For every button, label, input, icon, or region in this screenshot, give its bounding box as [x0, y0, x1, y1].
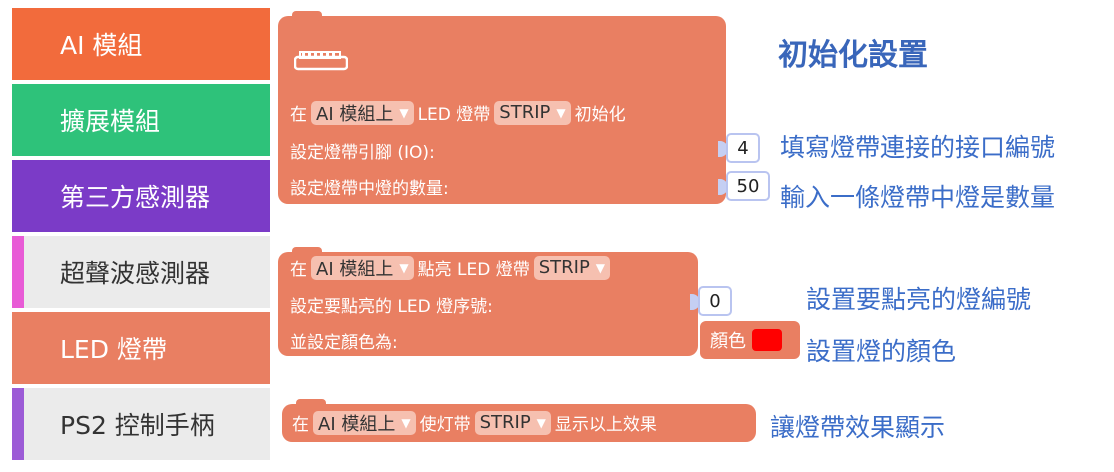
category-label: LED 燈帶	[60, 335, 167, 364]
category-ai-module[interactable]: AI 模組	[12, 8, 270, 80]
dropdown-value: STRIP	[499, 102, 551, 123]
category-label: PS2 控制手柄	[60, 411, 215, 440]
category-third-party-sensors[interactable]: 第三方感測器	[12, 160, 270, 232]
category-ps2-controller[interactable]: PS2 控制手柄	[12, 388, 270, 460]
category-ultrasonic-sensor[interactable]: 超聲波感測器	[12, 236, 270, 308]
dropdown-value: AI 模組上	[316, 103, 394, 125]
index-value: 0	[709, 290, 721, 312]
block-text: 初始化	[574, 105, 626, 125]
color-label: 並設定顏色為:	[290, 333, 398, 353]
block-text: 显示以上效果	[554, 415, 657, 435]
block-text: 在	[290, 260, 307, 280]
input-socket	[718, 179, 728, 195]
module-dropdown[interactable]: AI 模組上 ▼	[313, 410, 416, 435]
strip-dropdown[interactable]: STRIP ▼	[533, 255, 611, 280]
pin-value: 4	[737, 137, 749, 159]
color-note: 設置燈的顏色	[806, 337, 957, 366]
dropdown-value: AI 模組上	[318, 413, 396, 435]
module-dropdown[interactable]: AI 模組上 ▼	[311, 255, 414, 280]
category-label: 擴展模組	[60, 107, 161, 136]
led-light-block[interactable]: 在 AI 模組上 ▼ 點亮 LED 燈帶 STRIP ▼ 設定要點亮的 LED 燈序…	[278, 247, 698, 356]
dropdown-value: AI 模組上	[316, 258, 394, 280]
strip-dropdown[interactable]: STRIP ▼	[474, 410, 551, 435]
block-header-row: 在 AI 模組上 ▼ 點亮 LED 燈帶 STRIP ▼	[290, 255, 614, 280]
color-swatch[interactable]	[752, 329, 782, 351]
index-note: 設置要點亮的燈編號	[806, 285, 1032, 314]
count-value: 50	[736, 175, 760, 197]
block-notch	[292, 11, 322, 21]
count-value-input[interactable]: 50	[726, 171, 770, 201]
block-text: 在	[292, 415, 309, 435]
category-extension-module[interactable]: 擴展模組	[12, 84, 270, 156]
category-sidebar: AI 模組 擴展模組 第三方感測器 超聲波感測器 LED 燈帶 PS2 控制手柄	[12, 8, 270, 464]
led-strip-icon	[294, 51, 348, 71]
module-dropdown[interactable]: AI 模組上 ▼	[311, 100, 414, 125]
dropdown-arrow-icon: ▼	[536, 415, 546, 430]
dropdown-arrow-icon: ▼	[556, 105, 566, 120]
dropdown-arrow-icon: ▼	[399, 260, 409, 275]
dropdown-value: STRIP	[479, 412, 531, 433]
pin-note: 填寫燈帶連接的接口編號	[780, 133, 1056, 162]
count-note: 輸入一條燈帶中燈是數量	[780, 183, 1056, 212]
index-row: 設定要點亮的 LED 燈序號:	[290, 292, 493, 317]
pin-label: 設定燈帶引腳 (IO):	[290, 143, 435, 163]
category-label: 第三方感測器	[60, 183, 211, 212]
show-note: 讓燈帶效果顯示	[770, 413, 946, 442]
init-title-note: 初始化設置	[778, 38, 928, 73]
block-notch	[296, 399, 326, 409]
block-header-row: 在 AI 模組上 ▼ 使灯带 STRIP ▼ 显示以上效果	[292, 410, 657, 435]
input-socket	[690, 294, 700, 310]
category-color-marker	[12, 388, 24, 460]
index-value-input[interactable]: 0	[698, 286, 732, 316]
strip-dropdown[interactable]: STRIP ▼	[494, 100, 571, 125]
block-header-row: 在 AI 模組上 ▼ LED 燈帶 STRIP ▼ 初始化	[290, 100, 626, 125]
led-strip-init-block[interactable]: 在 AI 模組上 ▼ LED 燈帶 STRIP ▼ 初始化 設定燈帶引腳 (IO):…	[278, 11, 726, 204]
count-row: 設定燈帶中燈的數量:	[290, 174, 449, 199]
block-text: 使灯带	[419, 415, 471, 435]
block-notch	[292, 247, 322, 257]
category-label: 超聲波感測器	[60, 259, 211, 288]
block-text: 在	[290, 105, 307, 125]
dropdown-value: STRIP	[538, 257, 590, 278]
count-label: 設定燈帶中燈的數量:	[290, 179, 449, 199]
category-color-marker	[12, 236, 24, 308]
color-picker-block[interactable]: 顏色	[700, 321, 800, 359]
category-label: AI 模組	[60, 31, 143, 60]
block-text: LED 燈帶	[417, 105, 491, 125]
dropdown-arrow-icon: ▼	[595, 260, 606, 275]
color-row: 並設定顏色為:	[290, 328, 398, 353]
category-led-strip[interactable]: LED 燈帶	[12, 312, 270, 384]
input-socket	[718, 141, 728, 157]
block-text: 點亮 LED 燈帶	[417, 260, 530, 280]
dropdown-arrow-icon: ▼	[401, 415, 411, 430]
led-show-block[interactable]: 在 AI 模組上 ▼ 使灯带 STRIP ▼ 显示以上效果	[282, 399, 756, 442]
pin-row: 設定燈帶引腳 (IO):	[290, 138, 435, 163]
dropdown-arrow-icon: ▼	[399, 105, 409, 120]
pin-value-input[interactable]: 4	[726, 133, 760, 163]
color-block-label: 顏色	[710, 331, 746, 352]
index-label: 設定要點亮的 LED 燈序號:	[290, 297, 493, 317]
